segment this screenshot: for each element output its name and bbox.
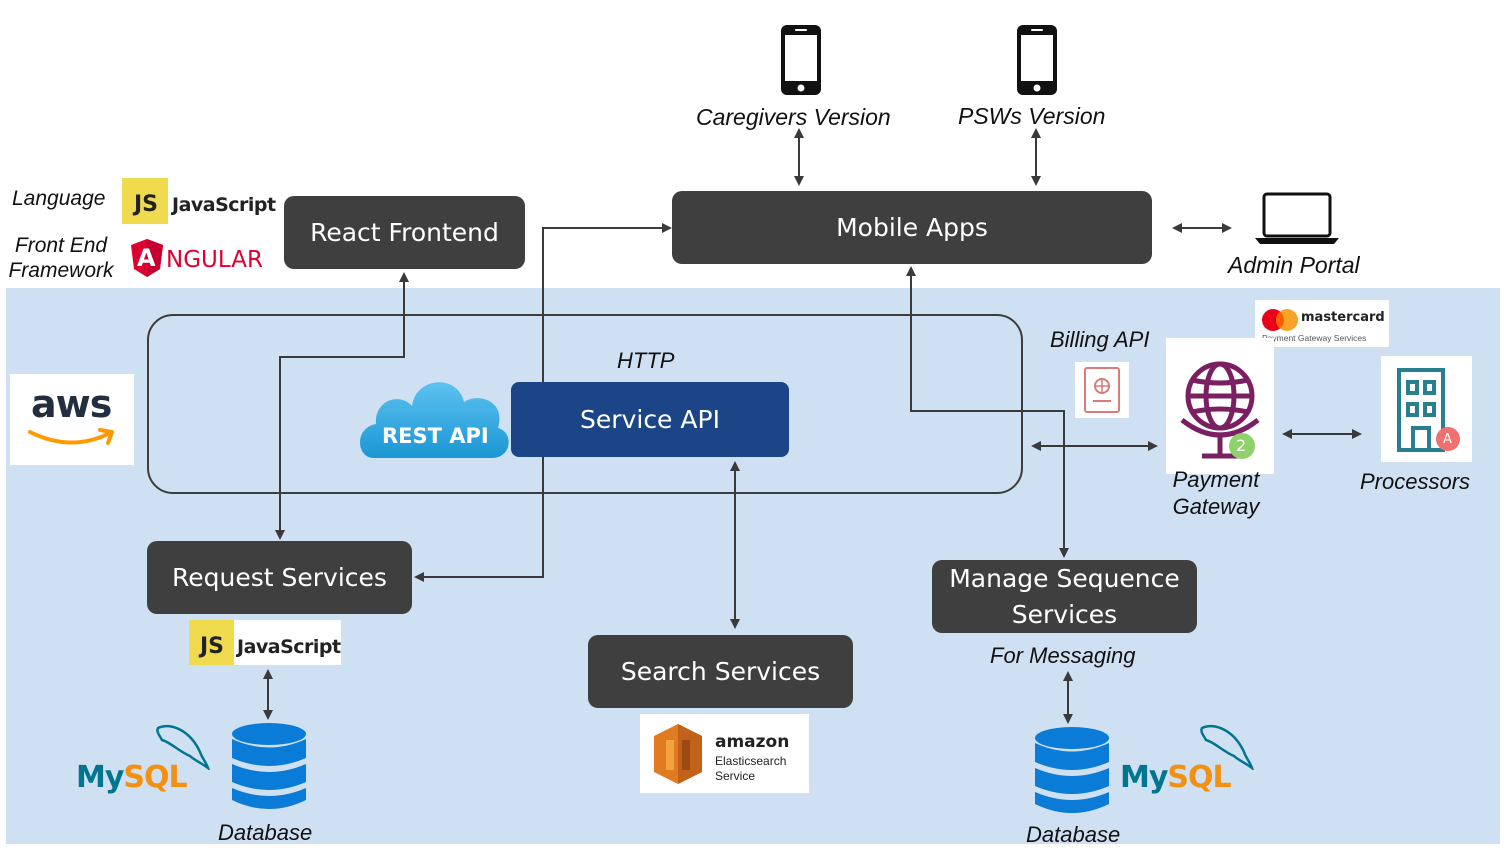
passport-icon [1084,367,1120,413]
payment-gateway-logo: 2 [1166,338,1274,474]
gateway-badge: 2 [1236,436,1247,455]
admin-portal-label: Admin Portal [1228,252,1360,278]
amazon-text: amazon [715,732,790,752]
database-left-label: Database [218,820,313,845]
front-end-line2: Framework [8,259,114,282]
amazon-elasticsearch-logo: amazon Elasticsearch Service [640,714,809,793]
javascript-logo: JS JavaScript [122,178,278,224]
mysql-logo: MySQL [1120,722,1260,798]
aws-logo: aws [10,374,134,465]
building-icon [1397,368,1460,452]
cloud-icon [360,382,509,458]
mobile-apps-box[interactable]: Mobile Apps [672,191,1152,264]
processors-label: Processors [1360,469,1471,494]
angular-text: NGULAR [166,247,263,273]
elasticsearch-text: Elasticsearch [715,754,787,768]
front-end-framework-label: Front End Framework [6,233,116,283]
js-badge-text: JS [134,192,159,217]
globe-icon [1180,361,1260,459]
angular-logo: A NGULAR [130,238,276,280]
billing-api-label: Billing API [1050,327,1150,352]
phone-icon [1017,25,1057,95]
mastercard-text: mastercard [1301,310,1385,325]
javascript-logo: JS JavaScript [189,620,341,665]
angular-letter: A [137,244,156,272]
processor-badge: A [1443,432,1452,447]
mysql-wordmark: MySQL [1120,760,1232,795]
request-services-box[interactable]: Request Services [147,541,412,614]
phone-icon [781,25,821,95]
rest-api-logo: REST API [354,372,512,460]
manage-sequence-services-box[interactable]: Manage Sequence Services [932,560,1197,633]
database-right-label: Database [1026,822,1121,847]
js-badge: JS [189,620,234,665]
billing-document-icon [1075,362,1129,418]
dolphin-icon [1200,724,1254,770]
mysql-wordmark: MySQL [76,760,188,795]
javascript-text: JavaScript [237,636,341,658]
angular-shield-icon [131,239,163,277]
for-messaging-label: For Messaging [990,643,1136,668]
aws-text: aws [31,382,112,426]
mastercard-circles-icon [1262,309,1298,331]
manage-sequence-line2: Services [1011,599,1118,629]
rest-api-text: REST API [382,424,489,448]
js-badge-text: JS [200,634,225,659]
caregivers-version-label: Caregivers Version [696,104,891,130]
elasticsearch-service-text: Service [715,769,756,783]
javascript-text: JavaScript [172,194,276,216]
mastercard-logo: mastercard Payment Gateway Services [1255,300,1389,347]
mastercard-subtext: Payment Gateway Services [1262,333,1367,343]
search-services-box[interactable]: Search Services [588,635,853,708]
front-end-line1: Front End [14,234,108,257]
processors-logo: A [1381,356,1472,462]
language-label: Language [12,187,106,210]
http-label: HTTP [617,348,675,373]
payment-gateway-line2: Gateway [1172,494,1260,519]
psws-version-label: PSWs Version [958,103,1106,129]
aws-smile-icon [28,428,114,445]
service-api-box[interactable]: Service API [511,382,789,457]
js-badge: JS [122,178,168,224]
database-icon [1035,727,1109,813]
laptop-icon [1255,192,1339,244]
manage-sequence-line1: Manage Sequence [949,563,1180,593]
mysql-logo: MySQL [76,722,216,798]
react-frontend-box[interactable]: React Frontend [284,196,525,269]
payment-gateway-label: Payment Gateway [1156,466,1276,520]
dolphin-icon [156,724,210,770]
elasticsearch-icon [654,724,702,784]
database-icon [232,723,306,809]
payment-gateway-line1: Payment [1172,467,1260,492]
